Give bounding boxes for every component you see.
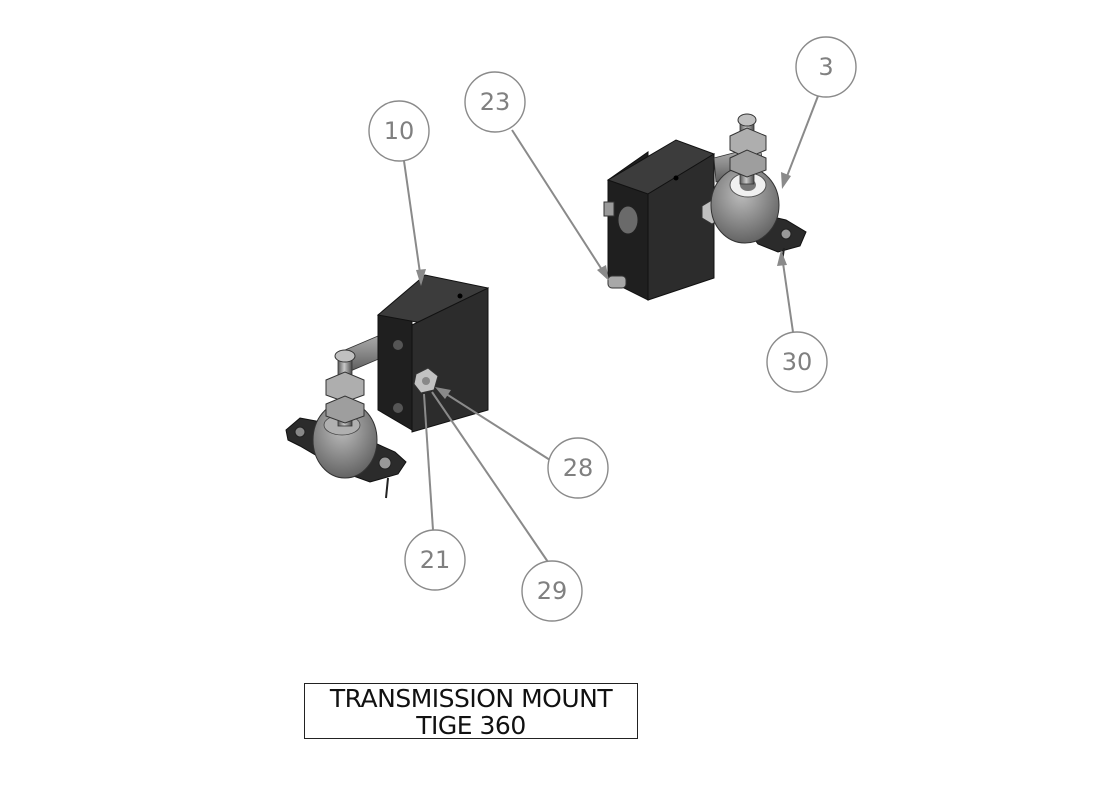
- left-mount-assembly: [285, 274, 490, 499]
- right-block-front: [647, 153, 715, 301]
- title-line-2: TIGE 360: [416, 711, 526, 740]
- balloon-29: 29: [521, 560, 583, 622]
- balloon-10: 10: [368, 100, 430, 162]
- leader-3: [783, 95, 819, 185]
- right-nut-lower: [729, 149, 767, 178]
- leader-23: [511, 129, 607, 277]
- leader-21: [423, 393, 434, 531]
- arrowhead-10: [416, 269, 426, 286]
- left-block-front: [411, 287, 489, 433]
- title-block: TRANSMISSION MOUNT TIGE 360: [304, 683, 638, 739]
- balloon-29-label: 29: [537, 577, 568, 605]
- leader-10: [403, 160, 422, 281]
- arrowhead-3: [781, 172, 791, 189]
- right-block-pin-lower: [607, 275, 627, 289]
- balloon-21: 21: [404, 529, 466, 591]
- balloon-28: 28: [547, 437, 609, 499]
- right-plate-bolt: [780, 228, 792, 240]
- left-nut-lower: [325, 395, 365, 424]
- right-mount-assembly: [603, 113, 807, 301]
- balloon-3: 3: [795, 36, 857, 98]
- balloon-30: 30: [766, 331, 828, 393]
- right-nut-upper: [729, 127, 767, 159]
- arrowhead-23: [597, 265, 609, 281]
- left-block-hole: [457, 293, 463, 299]
- leader-28: [439, 389, 551, 461]
- balloon-21-label: 21: [420, 546, 451, 574]
- left-block-bore: [393, 340, 403, 350]
- right-stud-cap: [737, 113, 757, 127]
- balloon-23: 23: [464, 71, 526, 133]
- leader-30: [781, 255, 794, 333]
- right-block-hole: [673, 175, 679, 181]
- left-nut-upper: [325, 371, 365, 403]
- left-stud-cap: [334, 349, 356, 363]
- title-line-1: TRANSMISSION MOUNT: [329, 684, 613, 713]
- right-block-pin-upper: [603, 201, 615, 217]
- balloon-23-label: 23: [480, 88, 511, 116]
- left-block-nut-center: [422, 377, 430, 385]
- balloon-28-label: 28: [563, 454, 594, 482]
- leader-29: [431, 391, 549, 563]
- balloon-30-label: 30: [782, 348, 813, 376]
- arrowhead-28: [435, 387, 451, 399]
- balloon-10-label: 10: [384, 117, 415, 145]
- left-block-bore-lower: [393, 403, 403, 413]
- left-plate-bolt-a: [294, 426, 306, 438]
- balloon-3-label: 3: [818, 53, 833, 81]
- right-block-bore: [617, 205, 639, 235]
- left-bottom-pin: [385, 477, 389, 499]
- arrowhead-30: [777, 250, 787, 266]
- left-plate-bolt-b: [378, 456, 392, 470]
- leader-lines: [403, 95, 819, 563]
